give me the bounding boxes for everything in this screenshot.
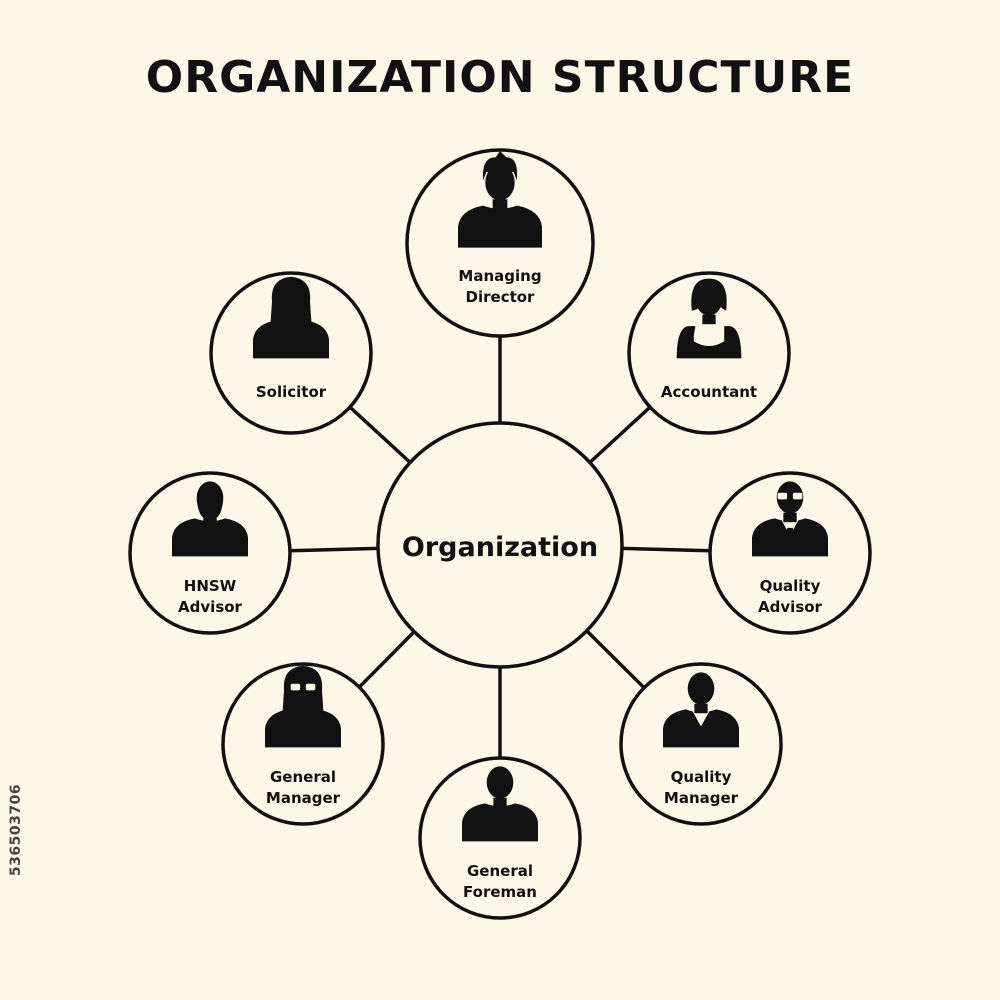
- watermark-text: 536503706: [8, 783, 24, 877]
- shoulders-shape: [172, 518, 248, 557]
- glasses-right-lens: [792, 492, 803, 500]
- man-v-neck-icon: [663, 672, 739, 748]
- head-shape: [289, 672, 317, 705]
- hair-shape: [691, 278, 727, 311]
- head-shape: [277, 283, 305, 316]
- shoulders-shape: [265, 709, 341, 748]
- node-label-quality-manager-line-2: Manager: [664, 789, 739, 807]
- collar-shape: [780, 518, 800, 536]
- node-label-general-manager-line-1: General: [270, 768, 336, 786]
- hair-shape: [482, 151, 518, 181]
- glasses-left-lens: [777, 492, 788, 500]
- shoulders-shape: [663, 709, 739, 748]
- glasses-right-lens: [305, 683, 316, 691]
- node-solicitor: Solicitor: [209, 271, 373, 435]
- woman-long-hair-icon: [253, 276, 329, 359]
- neck-shape: [694, 703, 708, 714]
- connector-hnsw-advisor: [289, 546, 379, 553]
- node-label-general-foreman-line-2: Foreman: [463, 883, 537, 901]
- neck-shape: [296, 703, 310, 714]
- man-short-hair-icon: [458, 151, 542, 248]
- head-shape: [687, 672, 715, 705]
- page-title: ORGANIZATION STRUCTURE: [145, 52, 855, 103]
- head-shape: [776, 481, 804, 514]
- node-label-managing-director-line-2: Director: [466, 288, 536, 306]
- connector-quality-advisor: [621, 546, 711, 553]
- woman-glasses-icon: [265, 665, 341, 748]
- neck-shape: [493, 797, 507, 808]
- connector-solicitor: [348, 405, 412, 464]
- node-label-quality-advisor-line-2: Advisor: [758, 598, 822, 616]
- watermark: 536503706: [2, 760, 30, 900]
- node-accountant: Accountant: [627, 271, 791, 435]
- neck-shape: [702, 314, 716, 325]
- node-hnsw-advisor: HNSW Advisor: [128, 471, 292, 635]
- node-label-managing-director-line-1: Managing: [458, 267, 541, 285]
- man-beard-icon: [172, 481, 248, 557]
- man-glasses-tie-icon: [752, 481, 828, 557]
- node-label-hnsw-advisor-line-2: Advisor: [178, 598, 242, 616]
- center-node-label: Organization: [402, 532, 598, 563]
- node-label-solicitor-line-1: Solicitor: [256, 383, 327, 401]
- strap-line: [688, 325, 696, 348]
- shoulders-shape: [462, 803, 538, 842]
- collar-shape: [691, 709, 711, 727]
- node-label-accountant-line-1: Accountant: [661, 383, 757, 401]
- beard-shape: [196, 499, 224, 521]
- shoulders-shape: [253, 320, 329, 359]
- node-label-quality-advisor-line-1: Quality: [760, 577, 821, 595]
- woman-bob-hair-icon: [676, 278, 742, 359]
- role-nodes: ManagingDirectorAccountantQualityAdvisor…: [128, 148, 872, 920]
- connector-accountant: [588, 405, 652, 464]
- head-shape: [486, 766, 514, 799]
- node-label-general-manager-line-2: Manager: [266, 789, 341, 807]
- man-icon: [462, 766, 538, 842]
- neck-shape: [284, 314, 298, 325]
- connector-quality-manager: [585, 629, 646, 689]
- node-label-general-foreman-line-1: General: [467, 862, 533, 880]
- head-shape: [485, 164, 515, 201]
- connector-general-manager: [358, 630, 416, 689]
- glasses-left-lens: [290, 683, 301, 691]
- node-label-hnsw-advisor-line-1: HNSW: [184, 577, 237, 595]
- tie-shape: [785, 527, 795, 557]
- node-label-quality-manager-line-1: Quality: [671, 768, 732, 786]
- connector-lines: [289, 336, 711, 758]
- center-node-ring: [376, 421, 624, 669]
- neck-shape: [492, 199, 508, 210]
- shoulders-shape: [458, 205, 542, 248]
- neck-shape: [783, 512, 797, 523]
- center-node: Organization: [376, 421, 624, 669]
